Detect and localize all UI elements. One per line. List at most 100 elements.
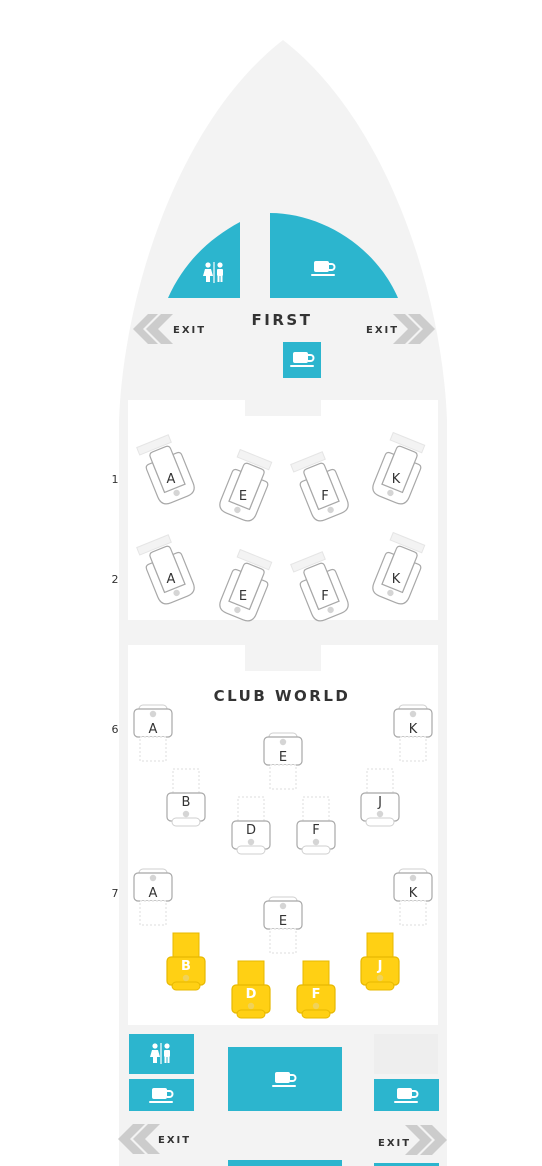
seat-letter: A: [149, 886, 158, 901]
seat-letter: B: [182, 795, 191, 810]
seat-2F[interactable]: F: [290, 550, 351, 624]
seat-7D[interactable]: D: [231, 960, 271, 1019]
seat-6D[interactable]: D: [231, 796, 271, 855]
seat-feature-icon: [376, 974, 384, 982]
seat-6B[interactable]: B: [166, 768, 206, 827]
seat-1F[interactable]: F: [290, 450, 351, 524]
seat-6J[interactable]: J: [360, 768, 400, 827]
seat-7A[interactable]: A: [133, 868, 173, 926]
closet: [367, 624, 425, 641]
seat-2K[interactable]: K: [369, 531, 429, 607]
cabin-title-first: FIRST: [252, 311, 313, 329]
seat-feature-icon: [279, 902, 287, 910]
closet: [245, 636, 321, 671]
exit-label: EXIT: [366, 325, 399, 336]
seat-feature-icon: [173, 589, 180, 597]
closet: [245, 381, 321, 416]
seat-feature-icon: [409, 710, 417, 718]
seat-feature-icon: [247, 838, 255, 846]
exit-arrow-icon: [146, 314, 173, 344]
exit-arrow-icon: [118, 1124, 145, 1154]
seat-letter: K: [392, 572, 401, 587]
seat-1E[interactable]: E: [216, 448, 276, 524]
seat-1A[interactable]: A: [136, 433, 197, 507]
seat-letter: F: [321, 489, 328, 504]
seat-6F[interactable]: F: [296, 796, 336, 855]
row-number: 7: [112, 887, 119, 900]
exit-front-left: EXIT: [133, 314, 206, 344]
seat-feature-icon: [387, 489, 394, 497]
seat-letter: E: [279, 914, 287, 929]
exit-arrow-icon: [405, 1125, 432, 1155]
row-number: 6: [112, 723, 119, 736]
closet: [132, 624, 200, 641]
closet: [245, 342, 283, 378]
galley-block: [228, 1160, 342, 1166]
seat-7F[interactable]: F: [296, 960, 336, 1019]
closet: [374, 1034, 438, 1074]
seat-letter: J: [377, 795, 382, 810]
seat-letter: K: [409, 722, 418, 737]
galley-block: [374, 1163, 439, 1166]
seat-feature-icon: [327, 506, 334, 514]
seat-feature-icon: [312, 1002, 320, 1010]
seat-6E[interactable]: E: [263, 732, 303, 790]
seat-2A[interactable]: A: [136, 533, 197, 607]
seat-letter: E: [239, 589, 247, 604]
seat-7B[interactable]: B: [166, 932, 206, 991]
seat-1K[interactable]: K: [369, 431, 429, 507]
closet: [367, 361, 425, 378]
seat-letter: E: [239, 489, 247, 504]
seat-7K[interactable]: K: [393, 868, 433, 926]
exit-label: EXIT: [158, 1135, 191, 1146]
exit-arrow-icon: [133, 314, 158, 344]
galley-block-nose: [270, 213, 398, 298]
exit-arrow-icon: [133, 1124, 160, 1154]
seat-letter: A: [167, 572, 176, 587]
exit-label: EXIT: [173, 325, 206, 336]
seat-letter: K: [392, 472, 401, 487]
seat-letter: A: [149, 722, 158, 737]
seat-6K[interactable]: K: [393, 704, 433, 762]
seat-feature-icon: [312, 838, 320, 846]
seat-letter: B: [181, 959, 191, 974]
seat-letter: F: [312, 987, 321, 1002]
seat-7E[interactable]: E: [263, 896, 303, 954]
seat-letter: K: [409, 886, 418, 901]
seat-feature-icon: [279, 738, 287, 746]
row-number: 2: [112, 573, 119, 586]
seat-feature-icon: [387, 589, 394, 597]
exit-rear-left: EXIT: [118, 1124, 191, 1154]
cabin-title-club-world: CLUB WORLD: [214, 687, 351, 705]
seat-letter: F: [321, 589, 328, 604]
seat-feature-icon: [247, 1002, 255, 1010]
exit-arrow-icon: [393, 314, 420, 344]
seat-feature-icon: [327, 606, 334, 614]
exit-label: EXIT: [378, 1138, 411, 1149]
seat-letter: D: [246, 823, 256, 838]
exit-front-right: EXIT: [366, 314, 435, 344]
seat-feature-icon: [234, 606, 241, 614]
seat-feature-icon: [376, 810, 384, 818]
seat-feature-icon: [182, 810, 190, 818]
exit-arrow-icon: [420, 1125, 447, 1155]
seat-feature-icon: [149, 874, 157, 882]
seat-2E[interactable]: E: [216, 548, 276, 624]
seat-letter: J: [377, 959, 383, 974]
seat-7J[interactable]: J: [360, 932, 400, 991]
seat-feature-icon: [409, 874, 417, 882]
exit-arrow-icon: [408, 314, 435, 344]
seat-6A[interactable]: A: [133, 704, 173, 762]
seat-feature-icon: [149, 710, 157, 718]
seat-letter: D: [246, 987, 257, 1002]
seat-feature-icon: [182, 974, 190, 982]
seat-letter: E: [279, 750, 287, 765]
closet: [132, 361, 200, 378]
exit-rear-right: EXIT: [378, 1125, 447, 1155]
seat-letter: F: [312, 823, 319, 838]
row-number: 1: [112, 473, 119, 486]
seat-feature-icon: [173, 489, 180, 497]
